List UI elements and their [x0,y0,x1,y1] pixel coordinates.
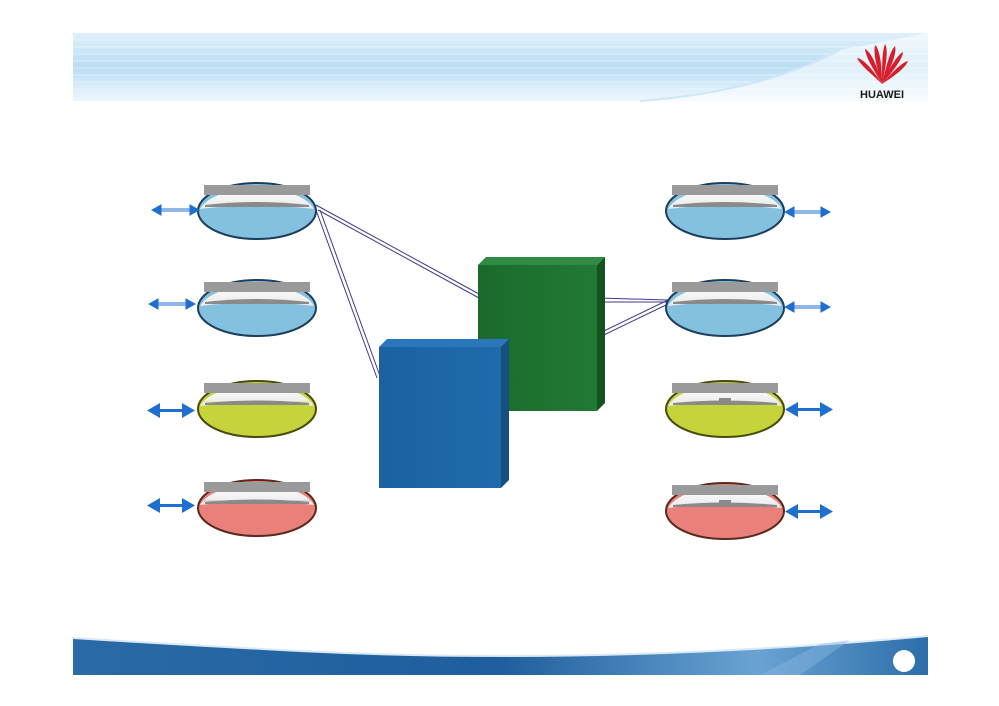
left-node-4 [197,479,317,537]
footer-band [72,635,929,675]
link-left1-blue [315,209,381,379]
double-arrow-icon [147,498,195,513]
left-node-2 [197,279,317,337]
huawei-logo: HUAWEI [857,44,908,101]
double-arrow-icon [147,298,197,310]
right-node-4 [665,482,785,540]
double-arrow-icon [785,402,833,417]
huawei-petals-icon [857,44,908,84]
right-node-2 [665,279,785,337]
left-node-1 [197,182,317,240]
right-node-3 [665,380,785,438]
link-left1-green [315,204,480,299]
double-arrow-icon [147,403,195,418]
double-arrow-icon [785,504,833,519]
page-number-badge [893,650,915,672]
header-band [73,33,928,102]
blue-block [379,339,509,488]
double-arrow-icon [783,206,832,218]
left-node-3 [197,380,317,438]
right-node-1 [665,182,785,240]
arrows [147,204,833,519]
brand-name: HUAWEI [860,89,904,101]
double-arrow-icon [150,204,201,216]
double-arrow-icon [783,301,832,313]
link-green-right2 [598,297,669,303]
